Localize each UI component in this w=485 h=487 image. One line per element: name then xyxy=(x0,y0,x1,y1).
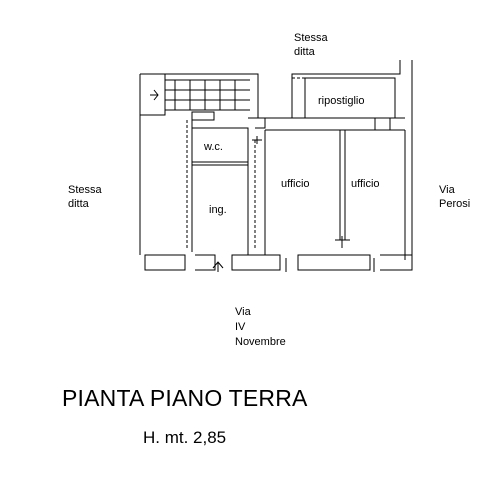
room-label-ingresso: ing. xyxy=(209,204,227,216)
label-stessa-ditta-top-1: Stessa xyxy=(294,32,329,44)
label-via-iv-novembre-2: IV xyxy=(235,321,246,333)
inner-wall-uffici xyxy=(265,129,406,260)
stair-block xyxy=(140,73,166,116)
plan-title: PIANTA PIANO TERRA xyxy=(62,385,308,411)
inner-wall-wc xyxy=(191,118,249,163)
inner-wall-ing xyxy=(191,130,266,255)
entrance-arrow xyxy=(212,261,224,272)
label-stessa-ditta-left-2: ditta xyxy=(68,198,90,210)
label-stessa-ditta-top-2: ditta xyxy=(294,46,316,58)
outer-wall xyxy=(139,60,413,270)
height-note: H. mt. 2,85 xyxy=(143,428,227,447)
room-label-ripostiglio: ripostiglio xyxy=(318,95,364,107)
label-via-perosi-2: Perosi xyxy=(439,198,470,210)
room-label-ufficio-2: ufficio xyxy=(351,178,380,190)
room-label-wc: w.c. xyxy=(203,141,223,153)
stair-arrow xyxy=(150,89,159,101)
label-via-iv-novembre-1: Via xyxy=(235,306,252,318)
label-via-perosi-1: Via xyxy=(439,184,456,196)
room-label-ufficio-1: ufficio xyxy=(281,178,310,190)
label-via-iv-novembre-3: Novembre xyxy=(235,336,286,348)
facade-wall xyxy=(144,254,186,271)
label-stessa-ditta-left-1: Stessa xyxy=(68,184,103,196)
